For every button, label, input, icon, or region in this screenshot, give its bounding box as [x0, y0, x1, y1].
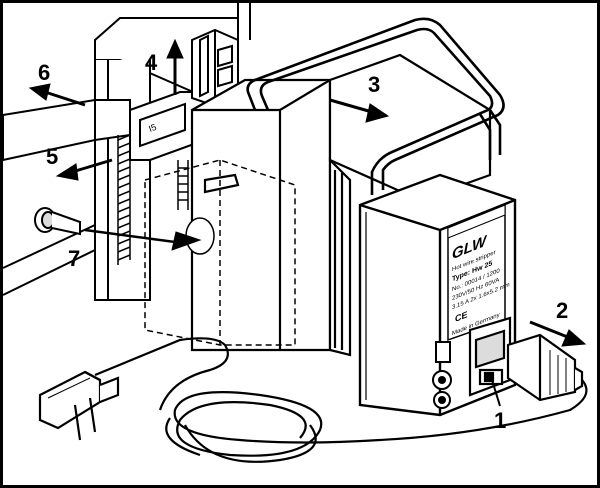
callout-2: 2 — [556, 298, 568, 323]
arrow-3-shaft — [329, 98, 373, 114]
blade-tag: I5 — [147, 122, 157, 134]
power-cord — [94, 337, 588, 463]
callout-4: 4 — [145, 50, 158, 75]
iec-plug[interactable] — [506, 333, 584, 402]
callout-7: 7 — [68, 246, 80, 271]
arrows — [28, 38, 587, 407]
mains-plug — [38, 370, 120, 441]
carry-handle[interactable] — [246, 17, 505, 195]
control-panel[interactable] — [432, 341, 452, 409]
arrow-7-head — [171, 231, 202, 251]
rear-housing — [328, 53, 492, 357]
power-switch[interactable] — [435, 341, 451, 363]
power-socket[interactable] — [468, 316, 512, 397]
arrow-2-head — [561, 329, 587, 347]
arrow-6-shaft — [44, 90, 86, 107]
tension-spring — [177, 160, 189, 210]
arrow-5-head — [55, 163, 79, 181]
callout-3: 3 — [368, 72, 380, 97]
arrow-2-shaft — [529, 320, 571, 340]
arrow-6-head — [28, 83, 51, 101]
arrow-5-shaft — [71, 158, 113, 174]
arrow-3-head — [365, 103, 390, 123]
leader-1 — [491, 379, 501, 407]
main-housing — [190, 78, 332, 352]
callout-5: 5 — [46, 144, 58, 169]
top-mechanism — [191, 28, 239, 108]
callout-1: 1 — [494, 408, 506, 433]
callout-6: 6 — [38, 60, 50, 85]
inspection-window — [185, 217, 215, 255]
arrow-7-shaft — [84, 228, 176, 244]
arrow-4-head — [166, 38, 184, 59]
cover-outline-dashed — [144, 159, 296, 346]
knurled-screw — [34, 207, 81, 236]
